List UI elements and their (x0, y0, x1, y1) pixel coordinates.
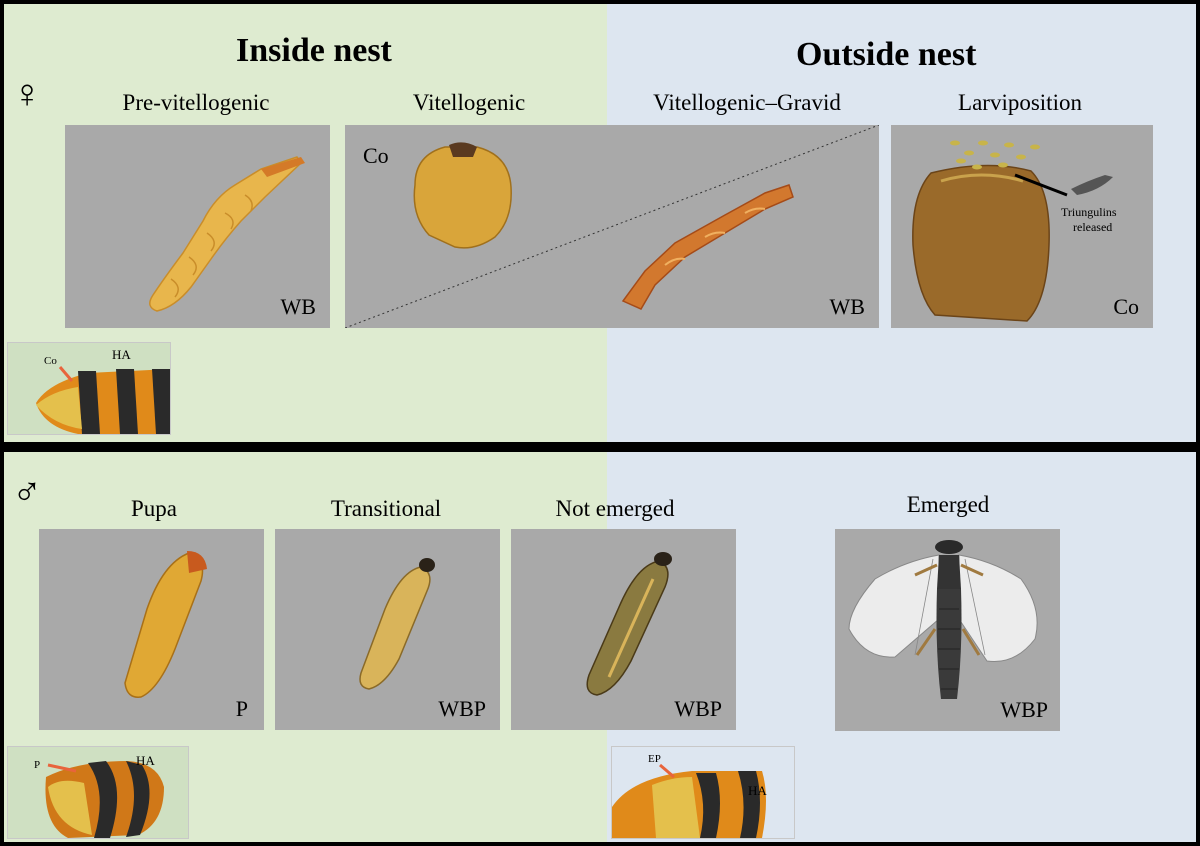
stage-label-emerged: Emerged (906, 492, 990, 517)
male-symbol: ♂ (12, 469, 42, 514)
not-emerged-illustration (586, 552, 672, 696)
vitellogenic-illustration (345, 125, 879, 328)
male-pupa-inset: P HA (7, 746, 189, 839)
larviposition-illustration (912, 140, 1113, 322)
inset-label-ha-right: HA (748, 783, 767, 798)
male-emerged-inset: EP HA (611, 746, 795, 839)
code-vitellogenic-gravid: WB (829, 294, 865, 319)
female-hornet-inset: Co HA (7, 342, 171, 435)
pupa-illustration (124, 551, 207, 698)
panel-not-emerged: WBP (511, 529, 736, 730)
stage-label-vitellogenic: Vitellogenic (412, 90, 526, 115)
code-larviposition: Co (1113, 294, 1139, 319)
callout-triungulins: Triungulins (1061, 205, 1117, 219)
emerged-male-illustration (848, 540, 1038, 699)
code-emerged: WBP (1000, 697, 1048, 722)
outside-nest-header: Outside nest (796, 36, 977, 73)
male-abdomen-illustration (45, 761, 164, 838)
code-vitellogenic: Co (363, 143, 389, 168)
stage-label-pupa: Pupa (131, 496, 177, 521)
panel-larviposition: Triungulins released Co (891, 125, 1153, 328)
code-transitional: WBP (438, 696, 486, 721)
female-section: ♀ Inside nest Outside nest Pre-vitelloge… (4, 4, 1196, 442)
inset-pointer-p: P (34, 759, 41, 771)
transitional-illustration (359, 558, 435, 690)
panel-pre-vitellogenic: WB (65, 125, 330, 328)
panel-emerged: WBP (835, 529, 1060, 731)
code-pupa: P (235, 696, 248, 721)
inset-label-ha: HA (112, 347, 131, 362)
inside-nest-header: Inside nest (236, 32, 392, 69)
inset-pointer-ep: EP (648, 753, 661, 765)
stage-label-vitellogenic-gravid: Vitellogenic–Gravid (653, 90, 841, 115)
panel-transitional: WBP (275, 529, 500, 730)
hornet-abdomen-illustration (36, 366, 170, 434)
stage-label-transitional: Transitional (330, 496, 442, 521)
panel-vitellogenic: Co WB (345, 125, 879, 328)
stage-label-not-emerged: Not emerged (555, 496, 675, 521)
inset-label-ha-left: HA (136, 753, 155, 768)
panel-pupa: P (39, 529, 264, 730)
code-pre-vitellogenic: WB (280, 294, 316, 319)
code-not-emerged: WBP (674, 696, 722, 721)
male-section: ♂ Pupa Transitional Not emerged Emerged … (4, 452, 1196, 842)
callout-released: released (1073, 220, 1113, 234)
stage-label-larviposition: Larviposition (958, 90, 1082, 115)
inset-pointer-co: Co (44, 355, 57, 367)
stage-label-pre-vitellogenic: Pre-vitellogenic (122, 90, 270, 115)
female-symbol: ♀ (12, 71, 42, 116)
male-emerged-abdomen-illustration (612, 763, 766, 838)
larva-illustration (149, 156, 305, 312)
